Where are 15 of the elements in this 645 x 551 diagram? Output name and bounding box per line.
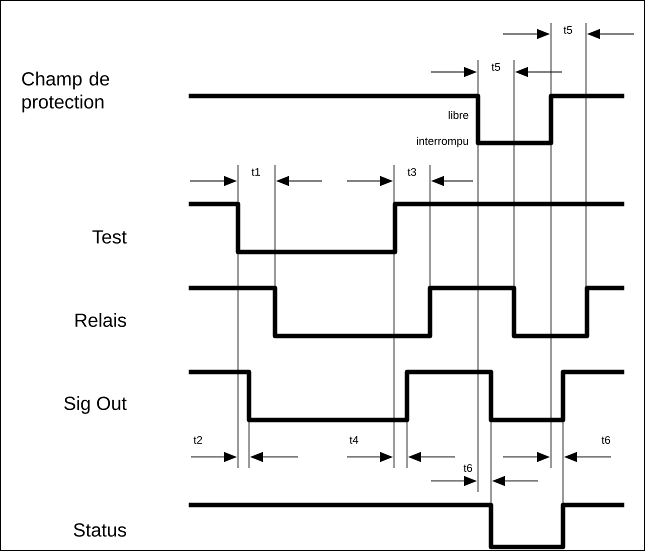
time-label: t5 bbox=[564, 26, 572, 34]
time-label: t6 bbox=[602, 436, 610, 444]
time-label: t3 bbox=[408, 168, 416, 176]
signal-name: Relais bbox=[76, 313, 126, 327]
signal-name: Test bbox=[92, 230, 127, 244]
time-label: t2 bbox=[194, 436, 202, 444]
signal-name: Champ de protection bbox=[22, 72, 110, 112]
time-label: t1 bbox=[252, 168, 260, 176]
time-label: t4 bbox=[350, 436, 358, 444]
signal-name: Status bbox=[74, 523, 126, 537]
state-label: libre bbox=[448, 110, 468, 120]
state-label: interrompu bbox=[416, 136, 468, 148]
signal-name: Sig Out bbox=[64, 396, 127, 414]
time-label: t5 bbox=[492, 63, 500, 71]
time-label: t6 bbox=[464, 464, 472, 472]
